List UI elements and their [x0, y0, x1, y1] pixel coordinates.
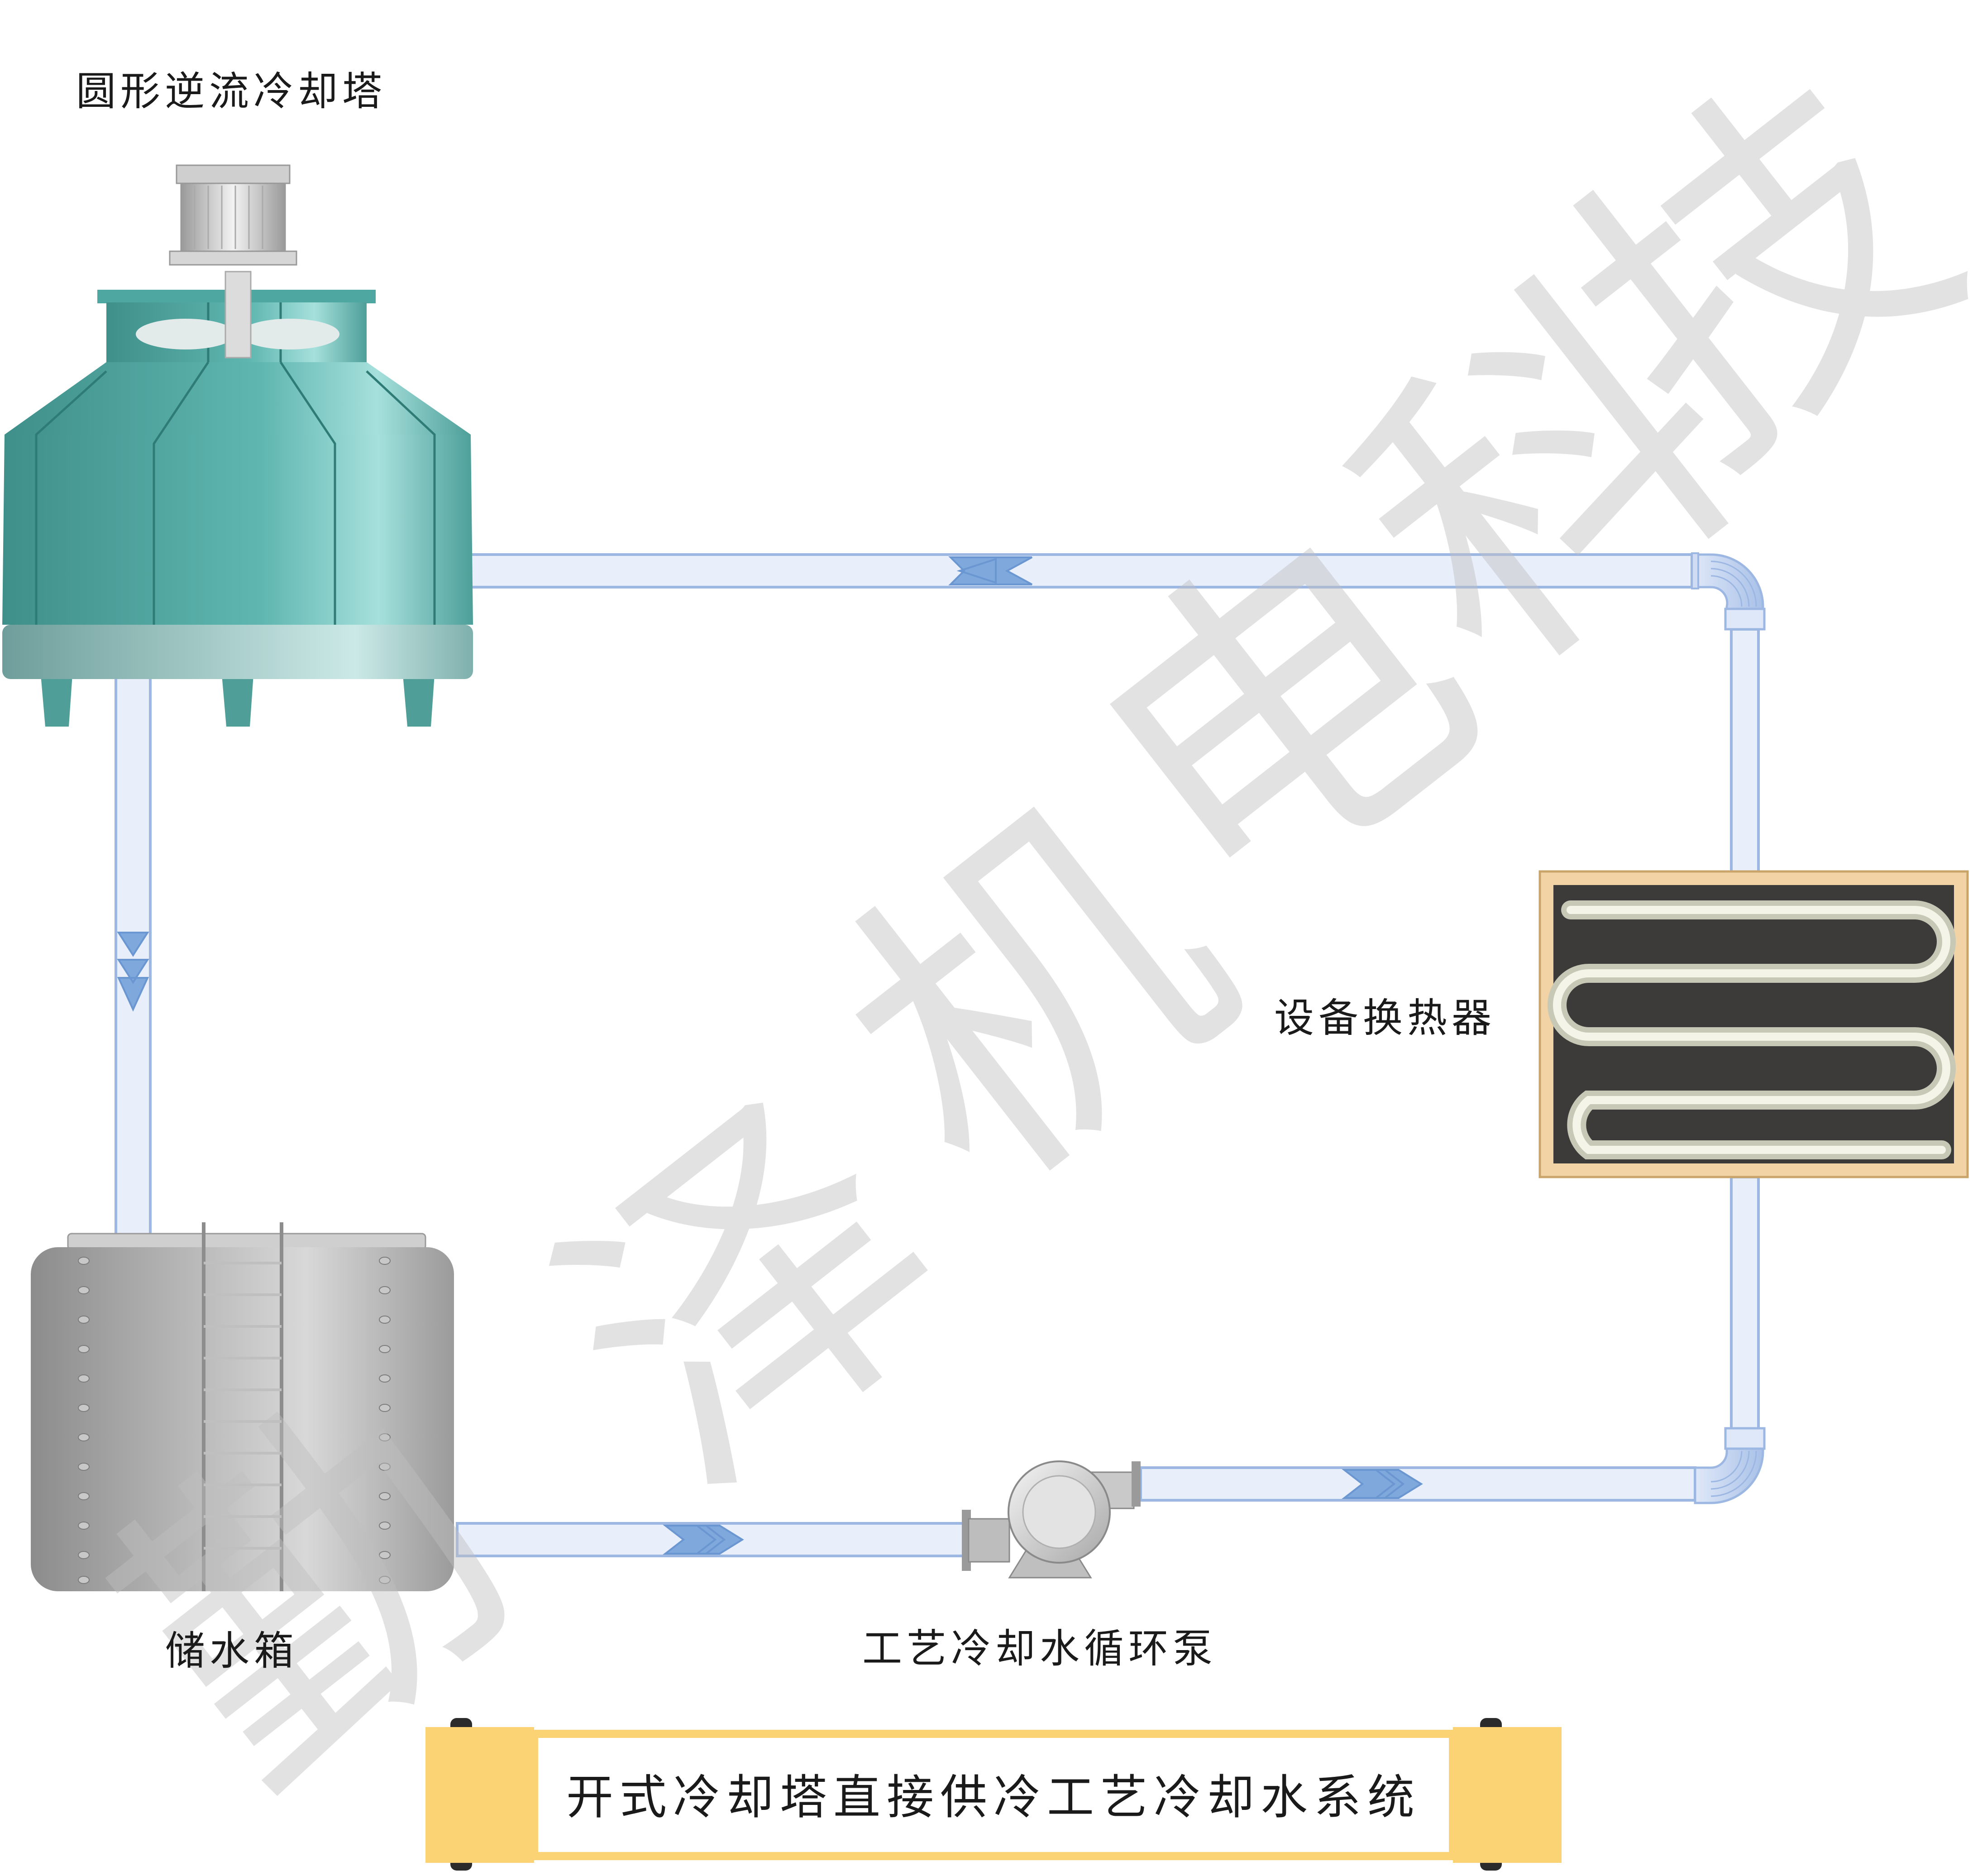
- storage-tank-label: 储水箱: [165, 1627, 299, 1674]
- arrow-right-icon: [663, 1525, 744, 1555]
- arrow-left-icon: [948, 556, 1032, 585]
- tower-leg: [222, 675, 253, 727]
- flow-arrows: [117, 556, 1423, 1555]
- tower-leg: [403, 675, 435, 727]
- cooling-tower: [2, 164, 473, 727]
- circulation-pump-label: 工艺冷却水循环泵: [862, 1625, 1218, 1672]
- heat-exchanger: [1538, 870, 1969, 1178]
- arrow-right-icon-2: [1342, 1469, 1423, 1499]
- pipe-elbow-top-right: [1691, 552, 1766, 631]
- heat-exchanger-label: 设备换热器: [1274, 995, 1496, 1041]
- pipe-elbow-bottom-right: [1694, 1427, 1766, 1504]
- storage-tank: [31, 1222, 454, 1591]
- pipe-return-to-tower: [464, 553, 1693, 589]
- pipe-pump-to-hx: [1730, 1176, 1760, 1432]
- title-banner: [425, 1718, 1562, 1871]
- diagram-title: 开式冷却塔直接供冷工艺冷却水系统: [566, 1769, 1421, 1825]
- pipe-hx-outlet-riser: [1730, 628, 1760, 875]
- cooling-tower-label: 圆形逆流冷却塔: [76, 68, 387, 115]
- arrow-down-icon: [117, 932, 149, 1012]
- circulation-pump: [962, 1460, 1141, 1579]
- tower-leg: [41, 675, 72, 727]
